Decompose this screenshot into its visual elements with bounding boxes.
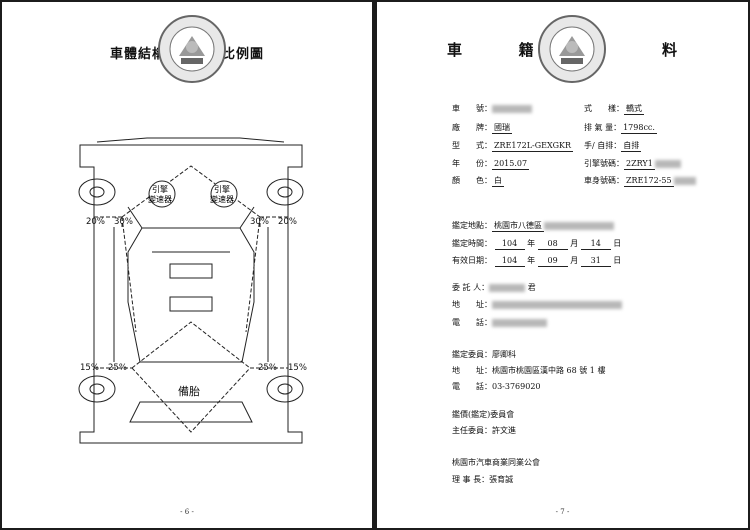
client-phone-row: 電 話： — [452, 318, 547, 328]
location-row: 鑑定地點：桃園市八德區 — [452, 221, 614, 232]
rear-right-outer-pct: 15% — [288, 363, 307, 373]
vin-row: 車身號碼：ZRE172-55 — [584, 176, 696, 187]
client-row: 委 託 人： 君 — [452, 283, 536, 292]
model-row: 型 式：ZRE172L-GEXGKR — [452, 141, 574, 152]
redacted-client-address — [492, 301, 622, 309]
title-char-4: 料 — [661, 41, 677, 59]
style-row: 式 樣：轎式 — [584, 104, 644, 115]
association-line-2: 理 事 長：張育誠 — [452, 475, 514, 484]
rear-left-outer-pct: 15% — [80, 363, 99, 373]
engine-number-row: 引擎號碼：2ZRY1 — [584, 159, 681, 170]
car-damage-diagram: 引擎 變速器 引擎 變速器 — [78, 137, 304, 444]
committee-line-1: 鑑價(鑑定)委員會 — [452, 410, 515, 419]
appraisal-time-row: 鑑定時間： 104 年 08 月 14 日 — [452, 239, 622, 250]
member-address-row: 地 址：桃園市桃園區漢中路 68 號 1 樓 — [452, 366, 606, 375]
redacted-vin — [673, 177, 696, 185]
redacted-client — [489, 284, 526, 292]
front-right-inner-pct: 30% — [250, 217, 269, 227]
spare-tire-label: 備胎 — [178, 385, 200, 398]
member-phone-row: 電 話：03-3769020 — [452, 382, 541, 391]
transmission-label: 引擎 — [214, 184, 230, 194]
right-page: 車 籍 資 料 車 號： 式 樣：轎式 廠 牌：國瑞 排 氣 量：1798cc.… — [377, 2, 748, 528]
redacted-client-phone — [492, 319, 547, 327]
association-seal-right — [538, 15, 606, 83]
color-row: 顏 色：白 — [452, 176, 504, 187]
member-row: 鑑定委員：廖卿科 — [452, 350, 516, 359]
redacted-location — [544, 222, 614, 230]
redacted-plate — [492, 105, 532, 113]
rear-right-inner-pct: 25% — [258, 363, 277, 373]
right-page-number: - 7 - — [555, 508, 570, 516]
engine-stamp — [148, 180, 176, 208]
valid-date-row: 有效日期： 104 年 09 月 31 日 — [452, 256, 622, 267]
left-page-number: - 6 - — [180, 508, 194, 516]
engine-label: 引擎 — [152, 184, 168, 194]
displacement-row: 排 氣 量：1798cc. — [584, 123, 657, 134]
association-seal — [158, 15, 226, 83]
committee-line-2: 主任委員：許文進 — [452, 426, 516, 435]
client-address-row: 地 址： — [452, 300, 622, 310]
engine-label-2: 變速器 — [148, 194, 172, 204]
title-char-1: 車 — [447, 41, 463, 59]
transmission-stamp — [210, 180, 238, 208]
year-row: 年 份：2015.07 — [452, 159, 530, 170]
front-left-inner-pct: 30% — [114, 217, 133, 227]
front-left-outer-pct: 20% — [86, 217, 105, 227]
title-char-2: 籍 — [518, 41, 534, 59]
association-line-1: 桃園市汽車商業同業公會 — [452, 458, 540, 467]
left-page: 車體結構受損折價比例圖 — [2, 2, 372, 528]
transmission-label-2: 變速器 — [210, 194, 234, 204]
redacted-engine-no — [654, 160, 681, 168]
rear-left-inner-pct: 25% — [108, 363, 127, 373]
front-right-outer-pct: 20% — [278, 217, 297, 227]
plate-row: 車 號： — [452, 104, 532, 114]
brand-row: 廠 牌：國瑞 — [452, 123, 512, 134]
transmission-row: 手/ 自排：自排 — [584, 141, 642, 152]
